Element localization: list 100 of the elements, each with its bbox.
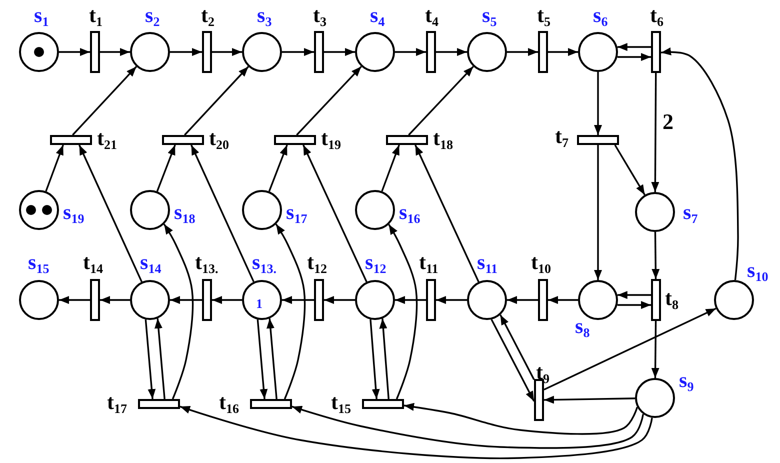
transition-label: t$_{8}$ [665,288,679,309]
place-label: s$_{18}$ [174,202,196,223]
token-count: 1 [256,297,262,310]
arrow [617,291,651,299]
transition-label: t$_{3}$ [313,5,327,26]
arrow [594,145,602,280]
transition-label: t$_{20}$ [209,128,230,149]
transition-label: t$_{9}$ [536,362,550,383]
arrow [78,144,142,282]
arrow [617,43,651,51]
arrow [594,72,602,135]
transition-label: t$_{18}$ [433,128,454,149]
arrow [324,296,355,304]
transition-label: t$_{10}$ [531,252,552,273]
place-label: s$_{1}$ [34,5,49,26]
place-label: s$_{7}$ [683,202,698,223]
arrow [651,321,660,378]
place-label: s$_{2}$ [145,5,160,26]
arrow [324,48,355,56]
arrow [500,314,535,380]
arrow [548,48,578,56]
arrow [414,144,480,282]
arrow [100,296,130,304]
transition-label: t$_{12}$ [307,252,328,273]
place-label: s$_{5}$ [482,5,497,26]
arrow [170,296,202,304]
place-label: s$_{14}$ [140,252,162,273]
arrow [544,396,636,404]
arrow [614,144,646,196]
transition-label: t$_{4}$ [425,5,439,26]
arrow [154,318,166,400]
arrow [395,48,426,56]
place-label: s$_{3}$ [257,5,272,26]
arrow [651,73,660,192]
transition-label: t$_{19}$ [321,128,342,149]
arrow [660,48,739,280]
transition-label: t$_{15}$ [331,392,352,413]
arrow [296,66,362,136]
arrow [144,319,156,400]
arrow [59,48,90,56]
arrow [72,66,137,136]
arrow [212,48,242,56]
place-label: s$_{15}$ [28,252,50,273]
transition-label: t$_{11}$ [419,252,438,273]
place-label: s$_{19}$ [63,202,84,223]
arrow [379,318,390,400]
arrow [282,48,314,56]
arrow [266,318,278,400]
arrow [617,53,651,61]
arrow [381,144,400,192]
place-label: s$_{13.}$ [252,252,276,273]
arrow [436,296,467,304]
arrow [180,406,653,460]
arrow [408,66,474,136]
arrow [256,319,268,400]
arrow [100,48,130,56]
arrow [548,296,578,304]
arrow [59,296,90,304]
arrow [292,406,644,449]
transition-label: t$_{1}$ [89,5,103,26]
arrow [395,296,426,304]
arrow [163,224,194,400]
arrow [170,48,202,56]
arrow [282,296,314,304]
place-label: s$_{11}$ [477,252,498,273]
transition-label: t$_{5}$ [537,5,551,26]
arrow [404,402,638,435]
transition-label: t$_{7}$ [555,126,569,147]
place-label: s$_{16}$ [399,202,420,223]
arrow [507,296,538,304]
transition-label: t$_{17}$ [107,392,128,413]
place-label: s$_{17}$ [286,202,308,223]
arrow [156,144,176,192]
place-label: s$_{6}$ [593,5,608,26]
arrow [436,48,467,56]
arrow [388,224,418,400]
arrow [544,308,716,390]
arrow [268,144,288,192]
arrow [302,144,368,282]
arrow [275,224,306,400]
arrow [490,319,535,402]
place-label: s$_{4}$ [370,5,385,26]
arrow [45,144,64,192]
arrow [617,301,651,309]
transition-label: t$_{2}$ [201,5,215,26]
place-label: s$_{8}$ [575,316,590,337]
arrow [212,296,242,304]
arrow [184,66,249,136]
transition-label: t$_{21}$ [97,128,118,149]
transition-label: t$_{13.}$ [195,252,218,273]
transition-label: t$_{14}$ [83,252,104,273]
place-label: s$_{10}$ [747,260,768,281]
transition-label: t$_{16}$ [219,392,240,413]
arrow [190,144,254,282]
arrow [370,319,380,400]
arrow [652,232,660,279]
transition-label: t$_{6}$ [650,5,664,26]
arrow [507,48,538,56]
place-label: s$_{9}$ [679,370,694,391]
place-label: s$_{12}$ [365,252,386,273]
